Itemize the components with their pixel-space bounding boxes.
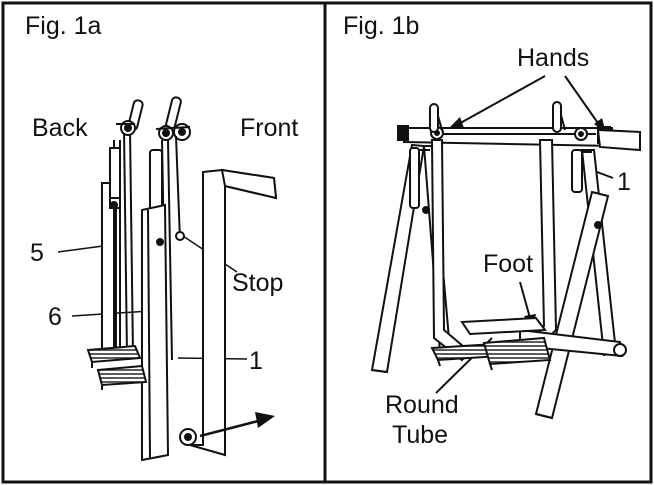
swing-arms <box>409 139 592 362</box>
wheel <box>179 428 197 446</box>
handles-1a <box>116 96 191 141</box>
pedals-1b <box>430 316 552 371</box>
back-arm <box>101 129 134 360</box>
handles-1b <box>429 101 566 133</box>
label-tube: Tube <box>392 421 448 449</box>
label-front: Front <box>240 114 298 142</box>
label-foot: Foot <box>483 250 533 278</box>
fig-1a-panel: Fig. 1a Back Front 5 6 Stop 1 <box>25 12 298 462</box>
pedals-1a <box>86 344 148 390</box>
label-round: Round <box>385 391 459 419</box>
fig-1a-title: Fig. 1a <box>25 12 102 40</box>
label-hands: Hands <box>517 44 589 72</box>
frame-upright <box>189 168 278 457</box>
top-crossbar <box>397 125 641 152</box>
label-back: Back <box>32 114 88 142</box>
fig-1b-panel: Fig. 1b Hands 1 Foot Round Tube <box>343 12 641 449</box>
leg-panel <box>141 203 185 462</box>
direction-arrow <box>199 412 275 438</box>
label-part-5: 5 <box>30 239 44 267</box>
label-part-6: 6 <box>48 303 62 331</box>
front-arm <box>149 135 181 361</box>
label-stop: Stop <box>232 269 283 297</box>
label-part-1-b: 1 <box>617 168 631 196</box>
label-part-1-a: 1 <box>249 347 263 375</box>
fig-1b-title: Fig. 1b <box>343 12 419 40</box>
